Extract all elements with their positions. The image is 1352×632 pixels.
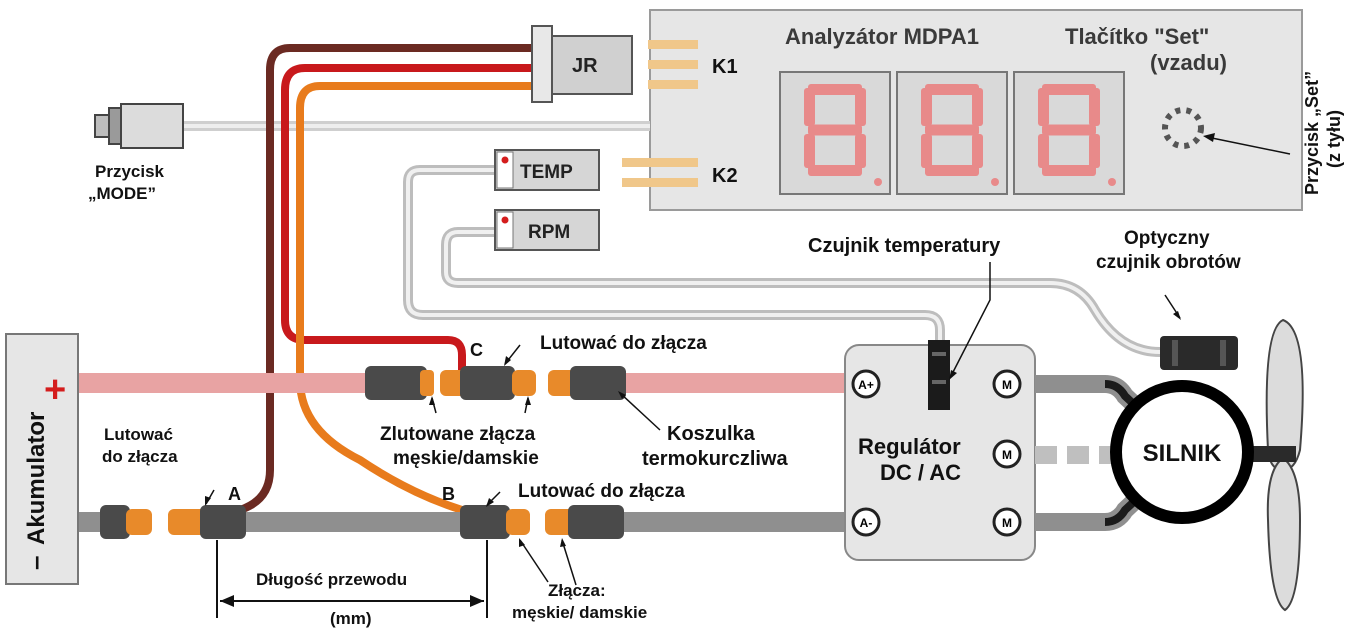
mode-button-label-1: Przycisk — [95, 162, 165, 181]
k2-label: K2 — [712, 165, 738, 187]
digit-segment — [808, 124, 862, 136]
solder-label-c: Lutować do złącza — [540, 333, 707, 354]
set-side-label-2: (z tyłu) — [1324, 110, 1344, 168]
mode-button-icon — [94, 103, 184, 149]
digit-segment — [1042, 84, 1096, 95]
regulator-a-minus: A- — [851, 507, 881, 537]
motor — [1110, 380, 1254, 524]
set-button-title: Tlačítko "Set" — [1065, 24, 1209, 49]
digit-segment — [855, 134, 866, 168]
svg-text:M: M — [1002, 448, 1012, 462]
brown-wire — [238, 44, 545, 514]
digit-dot — [991, 178, 999, 186]
digit-segment — [921, 88, 932, 126]
point-a: A — [228, 484, 241, 504]
red-wire — [281, 64, 545, 378]
connectors-label-1: Złącza: — [548, 581, 606, 600]
digit-segment — [921, 134, 932, 168]
battery-label: Akumulator — [23, 412, 50, 545]
svg-text:M: M — [1002, 378, 1012, 392]
battery-plus: + — [44, 369, 66, 411]
digit-segment — [1089, 134, 1100, 168]
digit-segment — [804, 88, 815, 126]
wire-length-label: Długość przewodu — [256, 570, 407, 589]
point-b: B — [442, 484, 455, 504]
svg-text:M: M — [1002, 516, 1012, 530]
regulator-label-1: Regulátor — [858, 434, 961, 459]
connectors-label-2: męskie/ damskie — [512, 603, 647, 622]
digit-segment — [972, 88, 983, 126]
motor-wire-2 — [1035, 446, 1121, 464]
propeller — [1240, 318, 1304, 612]
digit-segment — [1042, 165, 1096, 176]
set-button-arrowhead — [1203, 133, 1215, 142]
regulator-m3: M — [992, 507, 1022, 537]
digit-dot — [874, 178, 882, 186]
digit-segment — [972, 134, 983, 168]
solder-label-b: Lutować do złącza — [518, 481, 685, 502]
battery-minus: – — [20, 556, 50, 570]
digit-segment — [925, 84, 979, 95]
set-button-icon — [1162, 107, 1204, 149]
temp-sensor-label: Czujnik temperatury — [808, 235, 1001, 257]
seven-segment-display — [779, 71, 1125, 195]
set-side-label-1: Przycisk „Set” — [1302, 71, 1322, 195]
positive-wire — [78, 373, 368, 393]
orange-wire — [296, 82, 545, 519]
jr-label: JR — [572, 55, 598, 77]
optical-sensor-label-2: czujnik obrotów — [1096, 252, 1241, 273]
set-button-subtitle: (vzadu) — [1150, 50, 1227, 75]
point-c: C — [470, 340, 483, 360]
temp-label: TEMP — [520, 162, 573, 183]
digit-segment — [808, 84, 862, 95]
battery — [5, 333, 79, 585]
digit-segment — [1038, 88, 1049, 126]
optical-sensor — [1160, 336, 1238, 370]
optical-sensor-label-1: Optyczny — [1124, 228, 1210, 249]
regulator-a-plus: A+ — [851, 369, 881, 399]
k1-label: K1 — [712, 56, 738, 78]
soldered-label-1: Zlutowane złącza — [380, 424, 536, 445]
annotation-arrowheads — [205, 311, 1181, 547]
wire-length-dimension — [216, 540, 488, 618]
regulator-label-2: DC / AC — [880, 460, 961, 485]
regulator-m1: M — [992, 369, 1022, 399]
analyzer-title: Analyzátor MDPA1 — [785, 24, 979, 49]
digit-dot — [1108, 178, 1116, 186]
jr-connector — [531, 25, 553, 103]
soldered-label-2: męskie/damskie — [393, 448, 539, 469]
digit-segment — [925, 124, 979, 136]
rpm-label: RPM — [528, 222, 570, 243]
positive-connectors — [365, 366, 626, 400]
mode-button-label-2: „MODE” — [88, 184, 156, 203]
temp-sensor — [928, 340, 950, 410]
svg-text:A-: A- — [860, 516, 873, 530]
digit-segment — [808, 165, 862, 176]
shrink-label-2: termokurczliwa — [642, 448, 788, 470]
regulator-m2: M — [992, 439, 1022, 469]
solder-label-a-1: Lutować — [104, 425, 173, 444]
digit-segment — [1089, 88, 1100, 126]
digit-segment — [804, 134, 815, 168]
k2-pins — [622, 158, 698, 187]
k1-pins — [648, 40, 698, 89]
digit-segment — [1042, 124, 1096, 136]
digit-segment — [925, 165, 979, 176]
svg-text:A+: A+ — [858, 378, 874, 392]
shrink-label-1: Koszulka — [667, 423, 756, 445]
motor-label: SILNIK — [1143, 440, 1222, 467]
set-button-arrow — [1206, 136, 1291, 155]
solder-label-a-2: do złącza — [102, 447, 178, 466]
negative-connectors — [100, 505, 624, 539]
wire-length-unit: (mm) — [330, 609, 372, 628]
digit-segment — [855, 88, 866, 126]
digit-segment — [1038, 134, 1049, 168]
